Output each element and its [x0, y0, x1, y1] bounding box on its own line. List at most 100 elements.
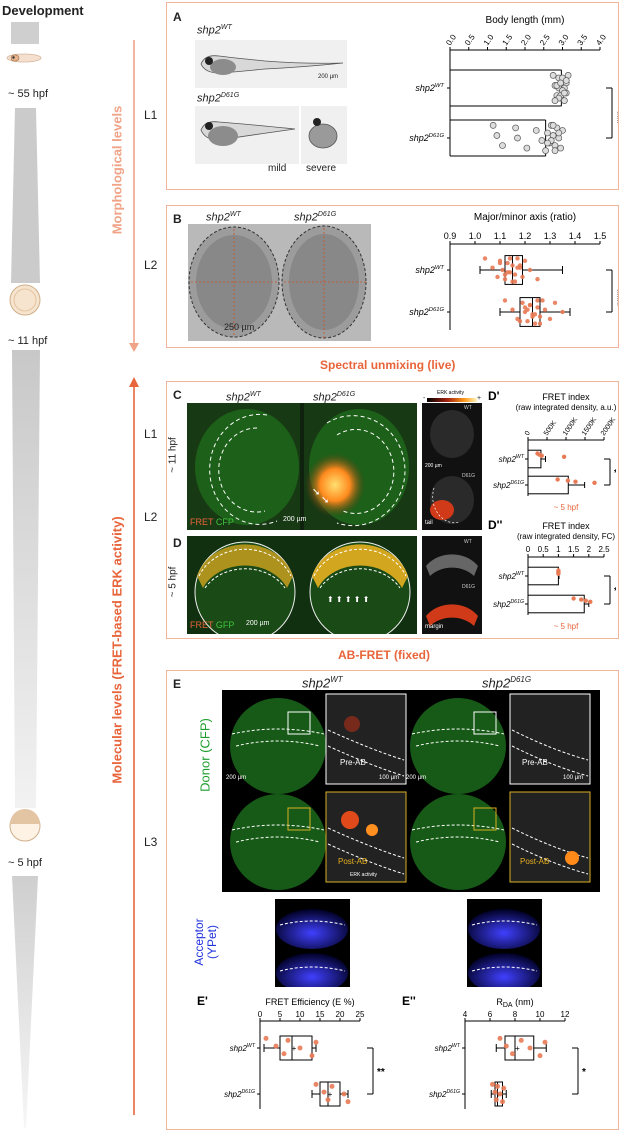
embryo-5hpf-icon — [9, 809, 41, 842]
stage-c-label: ~ 11 hpf — [167, 437, 179, 473]
x-tick-label: 2.0 — [519, 32, 533, 47]
data-point — [538, 137, 546, 144]
category-label: shp2WT — [415, 265, 444, 275]
panel-a — [166, 2, 619, 190]
category-label: shp2D61G — [409, 133, 444, 143]
chart-title: Body length (mm) — [486, 15, 565, 26]
data-point — [502, 298, 508, 303]
post-ab-label: Post-AB — [338, 857, 368, 866]
scale-bar-c: 200 µm — [283, 516, 307, 523]
data-point — [555, 129, 563, 137]
pre-ab-label: Pre-AB — [340, 758, 366, 767]
data-point — [537, 314, 543, 319]
thumb-mut-label-d: D61G — [462, 584, 476, 590]
level-l2-morph: L2 — [144, 258, 158, 272]
category-label: shp2D61G — [493, 480, 524, 490]
panel-e-letter: E — [173, 677, 182, 691]
x-tick-label: 1000K — [562, 416, 580, 437]
data-point — [518, 1037, 524, 1043]
significance-label: **** — [611, 289, 618, 307]
data-point — [532, 321, 538, 326]
x-tick-label: 1.1 — [494, 231, 507, 241]
level-l3: L3 — [144, 835, 158, 849]
bar — [527, 594, 585, 614]
data-point — [542, 1039, 548, 1045]
category-label: shp2WT — [415, 83, 444, 93]
x-tick-label: 20 — [336, 1010, 345, 1019]
data-point — [540, 298, 545, 303]
data-point — [497, 1091, 503, 1097]
x-tick-label: 2000K — [600, 416, 616, 437]
ab-fret-title: AB-FRET (fixed) — [338, 648, 430, 662]
genotype-label: shp2D61G — [482, 675, 532, 691]
x-tick-label: 10 — [536, 1010, 545, 1019]
embryo-11hpf-icon — [9, 284, 41, 316]
x-tick-label: 1500K — [581, 416, 599, 437]
data-point — [495, 274, 500, 280]
data-point — [592, 480, 597, 485]
panel-b — [166, 205, 619, 348]
data-point — [515, 256, 520, 261]
molecular-levels-label: Molecular levels (FRET-based ERK activit… — [109, 516, 125, 784]
data-point — [535, 298, 540, 303]
x-tick-label: 15 — [316, 1010, 325, 1019]
panel-b-letter: B — [173, 212, 182, 226]
fret-5hpf-image: ⬆ ⬆ ⬆ ⬆ ⬆ — [187, 536, 417, 634]
scale-100-label: 100 µm — [379, 775, 400, 781]
x-tick-label: 8 — [513, 1010, 518, 1019]
svg-text:➘: ➘ — [321, 495, 329, 506]
development-title: Development — [2, 3, 84, 18]
data-point — [313, 1081, 319, 1087]
chart-title: FRET index — [542, 392, 590, 402]
box — [279, 1035, 313, 1061]
data-point — [561, 454, 567, 459]
data-point — [535, 305, 540, 310]
category-label: shp2WT — [435, 1043, 461, 1053]
data-point — [507, 256, 513, 261]
data-point — [527, 267, 533, 273]
significance-label: * — [582, 1067, 586, 1078]
data-point — [500, 1099, 505, 1105]
genotype-label: shp2WT — [197, 24, 232, 37]
x-tick-label: 25 — [356, 1010, 365, 1019]
panel-letter: D' — [488, 389, 500, 403]
data-point — [497, 260, 503, 266]
data-point — [501, 1085, 507, 1091]
panel-e — [166, 670, 619, 1130]
x-tick-label: 3.5 — [576, 32, 590, 47]
data-point — [490, 1081, 495, 1087]
data-point — [561, 89, 568, 97]
data-point — [520, 300, 525, 305]
data-point — [510, 263, 515, 268]
data-point — [285, 1037, 291, 1043]
data-point — [515, 265, 520, 270]
pre-ab-label: Pre-AB — [522, 758, 548, 767]
x-tick-label: 4.0 — [594, 32, 608, 47]
mean-marker: + — [328, 1090, 333, 1099]
data-point — [512, 124, 519, 132]
post-ab-label: Post-AB — [520, 857, 550, 866]
x-tick-label: 10 — [296, 1010, 305, 1019]
data-point — [345, 1099, 351, 1105]
data-point — [530, 314, 535, 319]
level-l2-mol: L2 — [144, 510, 158, 524]
panel-letter: E'' — [402, 994, 416, 1008]
scale-100-label: 100 µm — [563, 775, 584, 781]
panel-d-letter: D — [173, 536, 182, 550]
fret-gfp-legend: FRET GFP — [190, 620, 235, 630]
data-point — [313, 1039, 319, 1045]
data-point — [309, 1053, 315, 1059]
data-point — [500, 267, 505, 273]
data-point — [273, 1043, 279, 1049]
mean-marker: + — [515, 1044, 520, 1053]
data-point — [495, 1083, 500, 1089]
data-point — [551, 97, 559, 104]
data-point — [325, 1097, 331, 1103]
x-tick-label: 1.3 — [544, 231, 557, 241]
genotype-label: shp2WT — [206, 211, 241, 224]
box — [319, 1081, 341, 1107]
fret-index-raw-chart: FRET index(raw integrated density, a.u.)… — [488, 389, 616, 512]
